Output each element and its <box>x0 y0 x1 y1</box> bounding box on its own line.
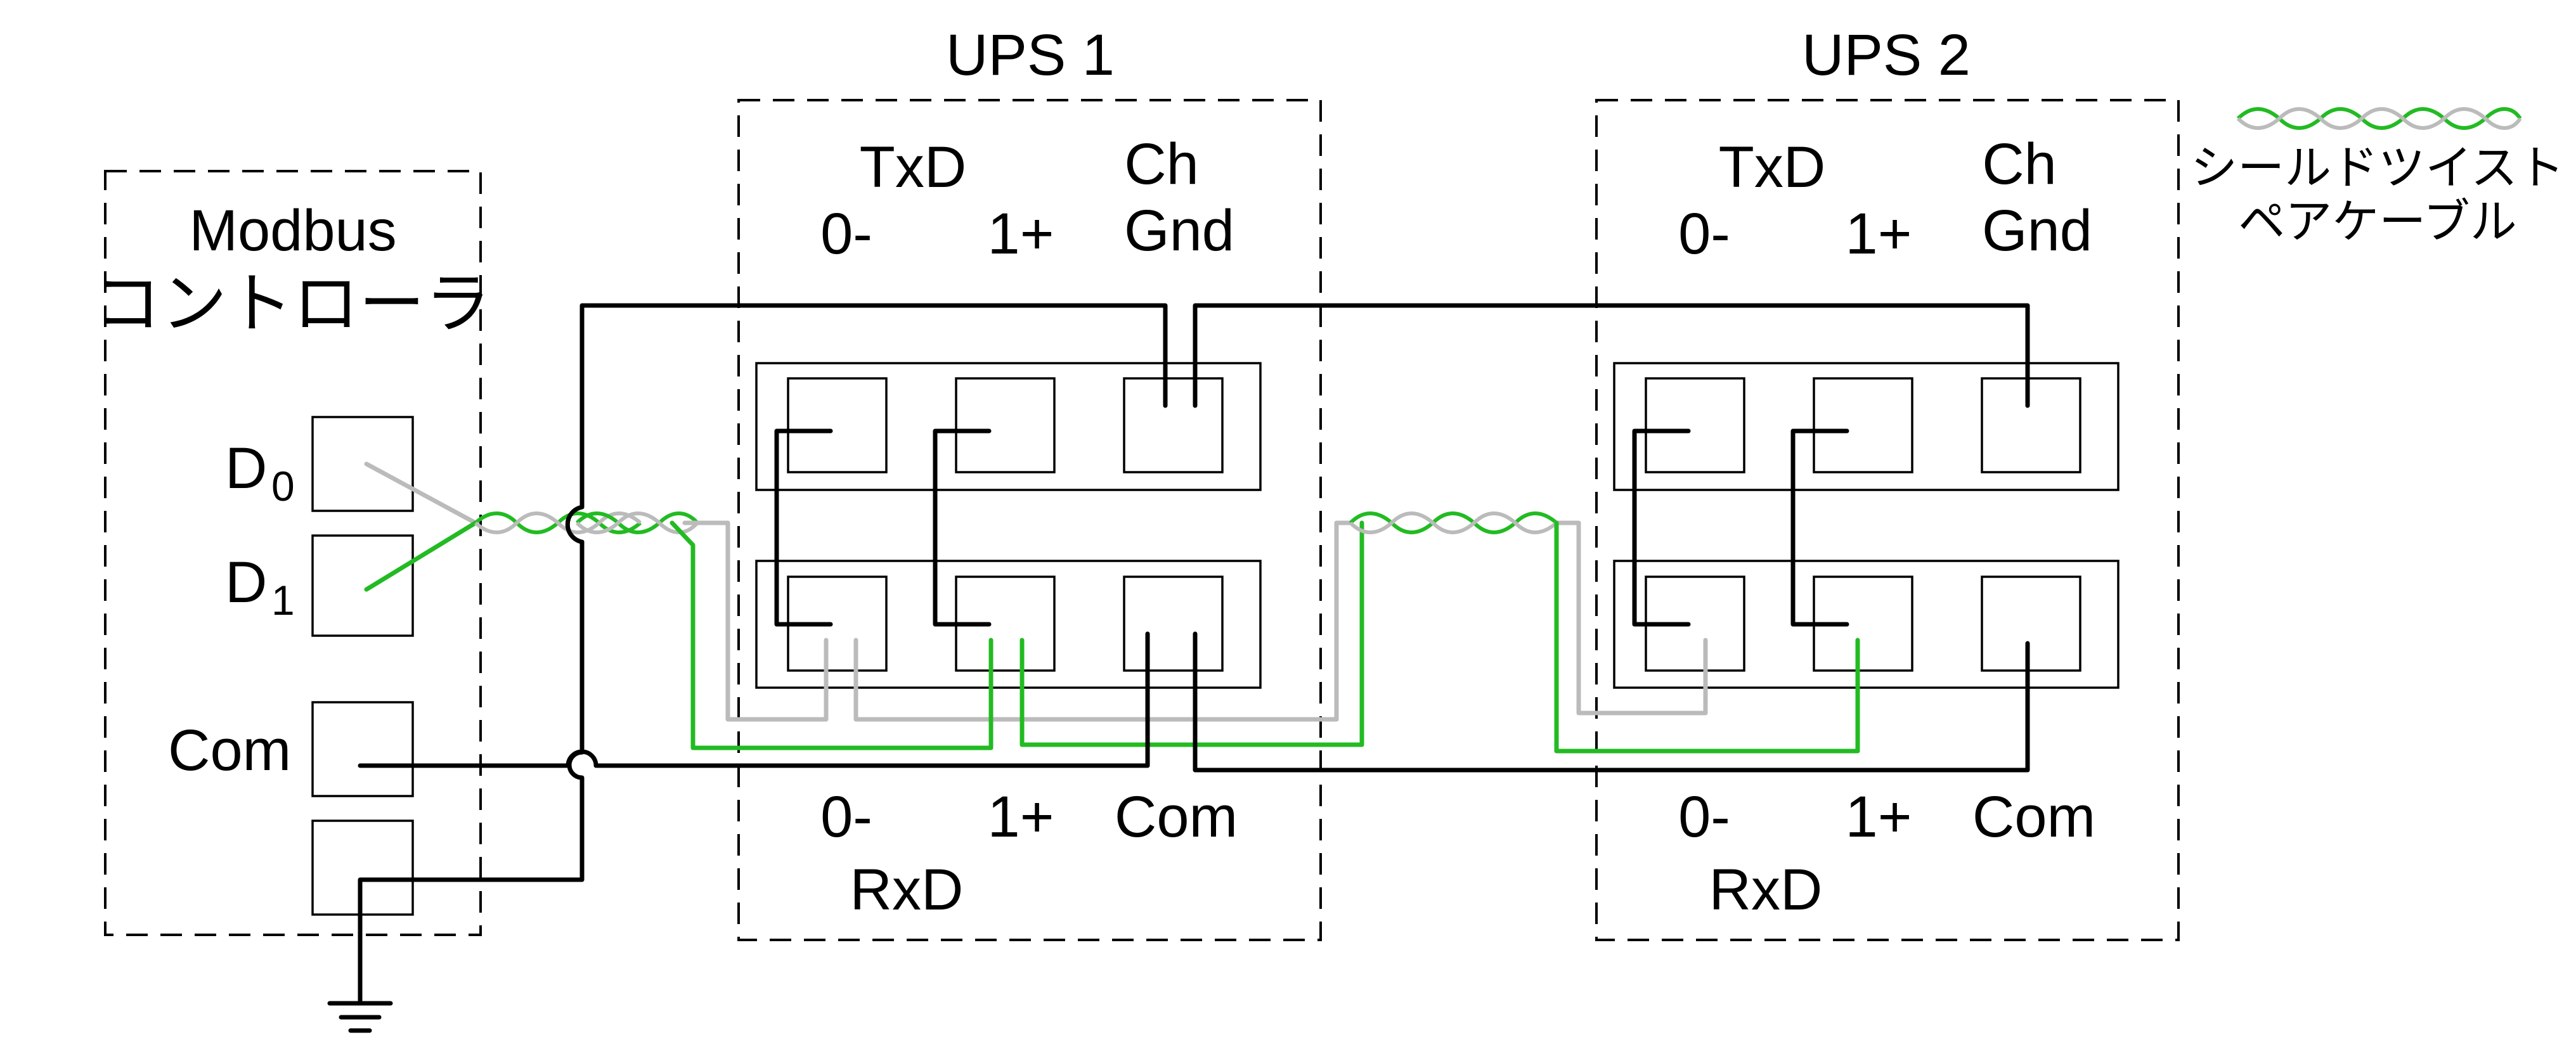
ups2-txd-label: TxD <box>1719 135 1826 200</box>
ups1-top-zero-label: 0- <box>820 202 872 266</box>
legend-twisted-pair-sample <box>2236 107 2522 130</box>
ups1-gnd-label: Gnd <box>1124 198 1234 263</box>
green-wire-ups2 <box>1554 520 1860 754</box>
twisted-pair-segment-2 <box>1349 511 1558 534</box>
ups2-ch-label: Ch <box>1982 132 2057 196</box>
ups2-com-label: Com <box>1972 785 2095 849</box>
controller-title-line1: Modbus <box>189 198 396 263</box>
ups2-jumper-1 <box>1790 428 1849 627</box>
controller-box <box>104 170 482 936</box>
com-wire <box>358 631 1150 768</box>
ups1-top-one-label: 1+ <box>988 202 1054 266</box>
ups1-txd-0-terminal <box>787 377 888 473</box>
svg-text:D: D <box>225 436 267 501</box>
controller-com-label: Com <box>168 718 291 783</box>
controller-d1-terminal <box>311 534 414 637</box>
ups1-txd-label: TxD <box>860 135 967 200</box>
green-wire-ups1-to-ups2 <box>1019 520 1364 747</box>
ups2-bottom-zero-label: 0- <box>1678 785 1730 849</box>
controller-com-terminal <box>311 701 414 797</box>
ups2-title: UPS 2 <box>1802 23 1971 87</box>
ups2-top-one-label: 1+ <box>1846 202 1912 266</box>
controller-shield-terminal <box>311 819 414 916</box>
ups1-jumper-1 <box>933 428 992 627</box>
twisted-pair-segment-1 <box>474 511 699 534</box>
ups2-bottom-one-label: 1+ <box>1846 785 1912 849</box>
ups1-box <box>737 99 1322 941</box>
gray-wire-ups1 <box>682 520 829 722</box>
legend-label-line1: シールドツイスト <box>2191 141 2565 194</box>
gray-wire-ups1-to-ups2 <box>853 520 1353 722</box>
ups1-jumper-0 <box>774 428 833 627</box>
green-wire-ups1 <box>670 520 994 750</box>
ups2-txd-1-terminal <box>1813 377 1913 473</box>
legend-label-line2: ペアケーブル <box>2238 195 2517 248</box>
ups2-gnd-terminal <box>1981 377 2081 473</box>
ups2-gnd-label: Gnd <box>1982 198 2092 263</box>
ups1-title: UPS 1 <box>946 23 1115 87</box>
shield-ground-wire <box>358 303 1168 966</box>
svg-text:D: D <box>225 550 267 615</box>
ups1-rxd-1-terminal <box>955 575 1056 672</box>
ups1-rxd-label: RxD <box>850 858 964 922</box>
ups2-bottom-strip <box>1613 560 2120 689</box>
d0-wire <box>364 461 478 525</box>
com-ups1-to-ups2 <box>1193 631 2030 773</box>
ups1-com-label: Com <box>1115 785 1238 849</box>
ups1-bottom-strip <box>755 560 1262 689</box>
ground-symbol <box>327 961 393 1033</box>
d1-label: D 1 <box>225 550 295 624</box>
ups1-bottom-zero-label: 0- <box>820 785 872 849</box>
ups2-com-terminal <box>1981 575 2081 672</box>
ups1-com-terminal <box>1123 575 1224 672</box>
svg-text:1: 1 <box>271 577 295 624</box>
gray-wire-ups2 <box>1554 520 1708 716</box>
ups2-rxd-label: RxD <box>1709 858 1823 922</box>
gnd-ups1-to-ups2 <box>1193 303 2030 408</box>
ups2-top-strip <box>1613 362 2120 491</box>
ups1-txd-1-terminal <box>955 377 1056 473</box>
ups1-bottom-one-label: 1+ <box>988 785 1054 849</box>
ups1-ch-label: Ch <box>1124 132 1199 196</box>
ups1-gnd-terminal <box>1123 377 1224 473</box>
ups2-txd-0-terminal <box>1645 377 1745 473</box>
d1-wire <box>364 520 478 592</box>
ups2-top-zero-label: 0- <box>1678 202 1730 266</box>
controller-d0-terminal <box>311 416 414 512</box>
ups2-box <box>1595 99 2180 941</box>
ups1-top-strip <box>755 362 1262 491</box>
controller-title-line2: コントローラ <box>95 267 491 341</box>
ups2-jumper-0 <box>1632 428 1691 627</box>
d0-label: D 0 <box>225 436 295 510</box>
svg-text:0: 0 <box>271 463 295 510</box>
